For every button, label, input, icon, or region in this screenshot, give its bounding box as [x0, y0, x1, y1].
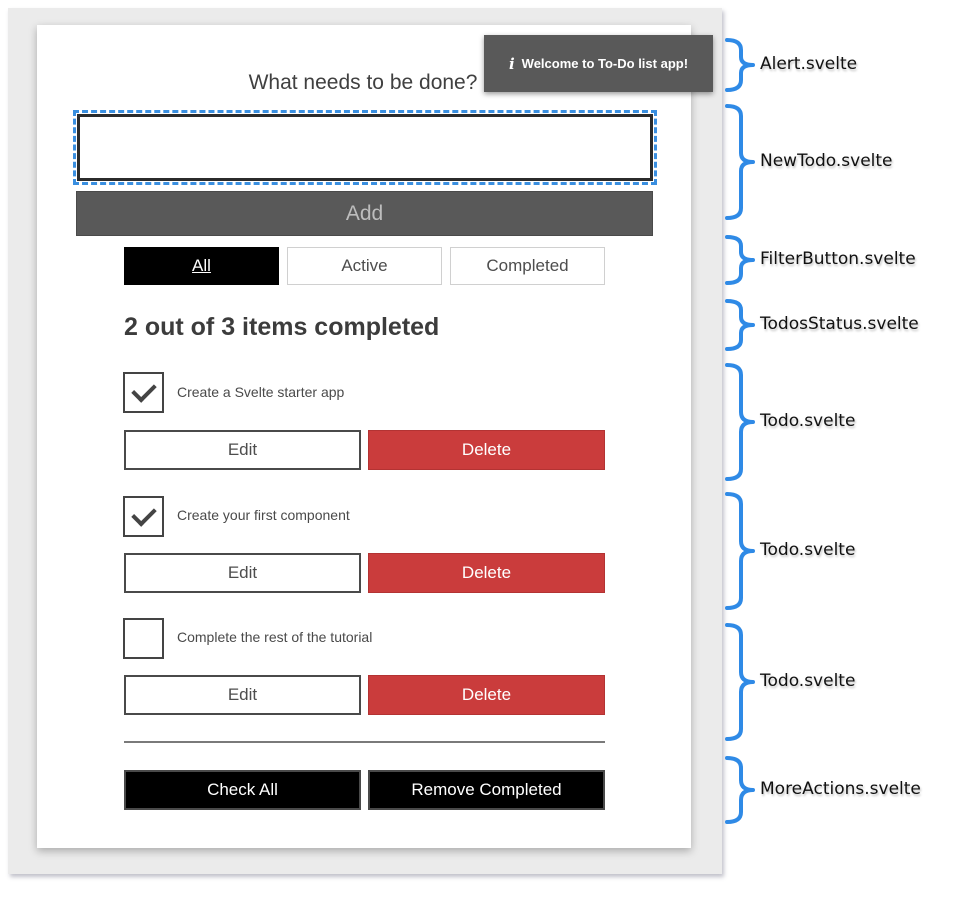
- alert-text: Welcome to To-Do list app!: [521, 56, 689, 71]
- new-todo-input[interactable]: [77, 114, 653, 181]
- edit-button[interactable]: Edit: [124, 553, 361, 593]
- filter-all-button[interactable]: All: [124, 247, 279, 285]
- add-button[interactable]: Add: [76, 191, 653, 236]
- todo-label: Complete the rest of the tutorial: [177, 629, 373, 645]
- edit-button[interactable]: Edit: [124, 675, 361, 715]
- brace-todo: [725, 363, 755, 481]
- brace-todo: [725, 492, 755, 610]
- divider: [124, 741, 605, 743]
- edit-button[interactable]: Edit: [124, 430, 361, 470]
- remove-completed-button[interactable]: Remove Completed: [368, 770, 605, 810]
- todo-checkbox[interactable]: [123, 496, 164, 537]
- page-heading: What needs to be done?: [248, 71, 478, 94]
- delete-button[interactable]: Delete: [368, 553, 605, 593]
- alert-toast: i Welcome to To-Do list app!: [484, 35, 713, 92]
- brace-todosstatus: [725, 299, 755, 351]
- brace-filterbutton: [725, 235, 755, 285]
- filter-active-button[interactable]: Active: [287, 247, 442, 285]
- annotation-label: NewTodo.svelte: [760, 151, 893, 171]
- todo-checkbox[interactable]: [123, 618, 164, 659]
- todo-label: Create your first component: [177, 507, 350, 523]
- brace-moreactions: [725, 756, 755, 824]
- annotation-label: Alert.svelte: [760, 54, 858, 74]
- check-all-button[interactable]: Check All: [124, 770, 361, 810]
- annotation-label: Todo.svelte: [760, 540, 856, 560]
- annotation-label: Todo.svelte: [760, 671, 856, 691]
- delete-button[interactable]: Delete: [368, 430, 605, 470]
- annotation-label: FilterButton.svelte: [760, 249, 916, 269]
- brace-newtodo: [725, 104, 755, 220]
- new-todo-input-wrapper: [73, 110, 657, 185]
- delete-button[interactable]: Delete: [368, 675, 605, 715]
- filter-completed-button[interactable]: Completed: [450, 247, 605, 285]
- brace-alert: [725, 38, 755, 92]
- brace-todo: [725, 623, 755, 741]
- annotation-label: TodosStatus.svelte: [760, 314, 919, 334]
- annotation-label: Todo.svelte: [760, 411, 856, 431]
- todo-checkbox[interactable]: [123, 372, 164, 413]
- annotation-label: MoreActions.svelte: [760, 779, 921, 799]
- todo-label: Create a Svelte starter app: [177, 384, 345, 400]
- todos-status: 2 out of 3 items completed: [124, 313, 440, 341]
- info-icon: i: [508, 54, 515, 73]
